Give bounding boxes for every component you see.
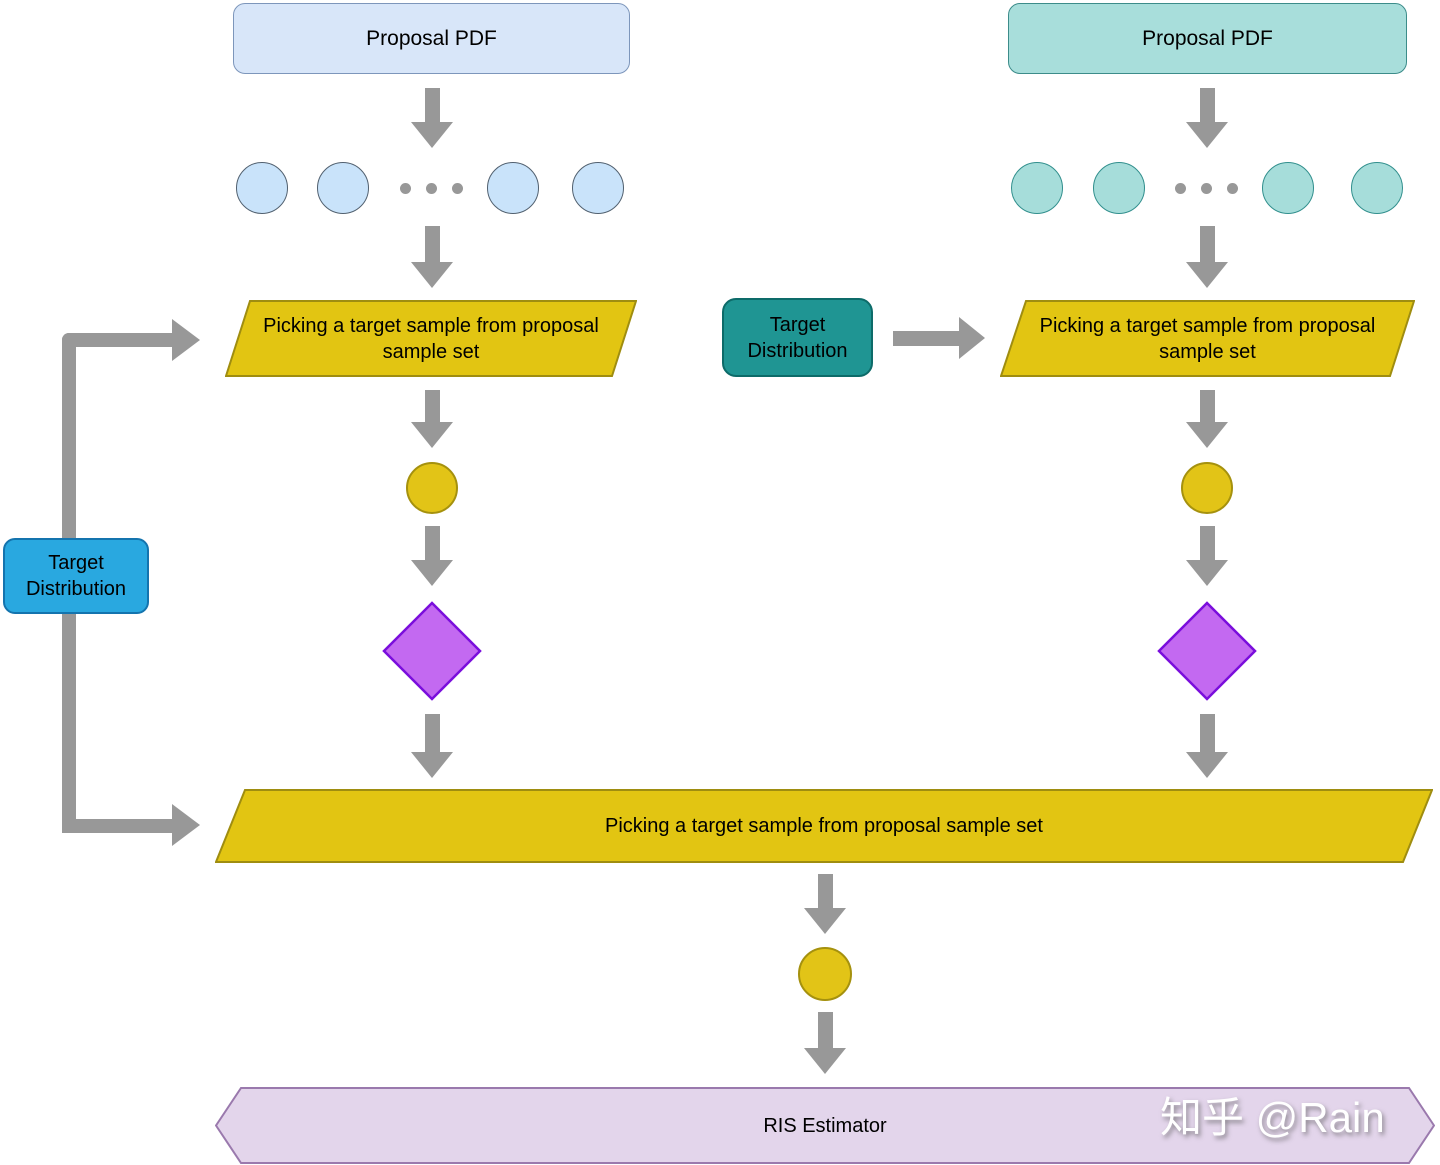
dot [426,183,437,194]
dot [400,183,411,194]
arrow-shaft [893,330,960,346]
arrow-down-icon [411,714,453,778]
picked-sample-circle [798,947,852,1001]
arrow-down-icon [411,88,453,148]
arrow-shaft [1199,714,1215,753]
parallelogram-shape [215,789,1433,863]
arrow-down-icon [1186,226,1228,288]
arrow-shaft [424,88,440,123]
dot [452,183,463,194]
arrow-head [804,908,846,934]
dot [1201,183,1212,194]
arrow-head [411,422,453,448]
arrow-down-icon [804,1012,846,1074]
picking-bottom-label: Picking a target sample from proposal sa… [605,815,1043,837]
weight-diamond-right [1157,601,1257,701]
parallelogram-shape [1000,300,1415,377]
arrow-down-icon [411,526,453,586]
connector-line [62,819,174,833]
arrow-shaft [1199,390,1215,423]
arrow-head [1186,422,1228,448]
ris-estimator-label: RIS Estimator [763,1114,887,1137]
ris-estimator-hexagon: RIS Estimator [215,1087,1435,1164]
arrow-shaft [1199,88,1215,123]
picking-right-label: Picking a target sample from proposal sa… [1039,314,1376,363]
picking-left-parallelogram: Picking a target sample from proposal sa… [225,300,637,377]
arrow-head [959,317,985,359]
arrow-head [1186,122,1228,148]
proposal-sample-circle [487,162,539,214]
target-distribution-left-label: Target Distribution [25,552,127,600]
arrow-down-icon [1186,88,1228,148]
arrow-head [411,262,453,288]
proposal-pdf-left-label: Proposal PDF [366,26,497,50]
hexagon-shape [215,1087,1435,1164]
proposal-pdf-left-node: Proposal PDF [233,3,630,74]
target-distribution-center-node: Target Distribution [722,298,873,377]
diamond-shape [1157,601,1257,701]
arrow-head [411,752,453,778]
arrow-down-icon [411,390,453,448]
connector-line [62,333,174,347]
arrow-down-icon [1186,390,1228,448]
arrow-right-icon [893,317,985,359]
proposal-pdf-right-label: Proposal PDF [1142,26,1273,50]
arrow-head [1186,560,1228,586]
connector-line [62,614,76,833]
dot [1175,183,1186,194]
arrow-shaft [817,874,833,909]
arrow-down-icon [411,226,453,288]
arrow-down-icon [804,874,846,934]
proposal-sample-circle [236,162,288,214]
proposal-sample-circle [1011,162,1063,214]
dot [1227,183,1238,194]
ellipsis-icon [1175,183,1238,194]
arrow-down-icon [1186,526,1228,586]
ellipsis-icon [400,183,463,194]
proposal-sample-circle [572,162,624,214]
picked-sample-circle [406,462,458,514]
target-distribution-left-node: Target Distribution [3,538,149,614]
picking-right-parallelogram: Picking a target sample from proposal sa… [1000,300,1415,377]
proposal-sample-circle [317,162,369,214]
arrow-shaft [1199,226,1215,263]
arrow-head [804,1048,846,1074]
arrow-shaft [424,226,440,263]
arrow-down-icon [1186,714,1228,778]
arrow-shaft [1199,526,1215,561]
diamond-shape [382,601,482,701]
target-distribution-center-label: Target Distribution [747,313,848,362]
picking-left-label: Picking a target sample from proposal sa… [263,314,599,363]
arrow-head [411,122,453,148]
arrow-head [411,560,453,586]
watermark: 知乎 @Rain [1160,1094,1385,1141]
arrow-shaft [424,526,440,561]
parallelogram-shape [225,300,637,377]
arrow-head [1186,752,1228,778]
proposal-pdf-right-node: Proposal PDF [1008,3,1407,74]
arrow-right-icon [172,804,200,846]
arrow-right-icon [172,319,200,361]
arrow-shaft [817,1012,833,1049]
proposal-sample-circle [1093,162,1145,214]
weight-diamond-left [382,601,482,701]
picked-sample-circle [1181,462,1233,514]
connector-line [62,333,76,538]
proposal-sample-circle [1262,162,1314,214]
arrow-head [1186,262,1228,288]
proposal-sample-circle [1351,162,1403,214]
picking-bottom-parallelogram: Picking a target sample from proposal sa… [215,789,1433,863]
arrow-shaft [424,714,440,753]
arrow-shaft [424,390,440,423]
